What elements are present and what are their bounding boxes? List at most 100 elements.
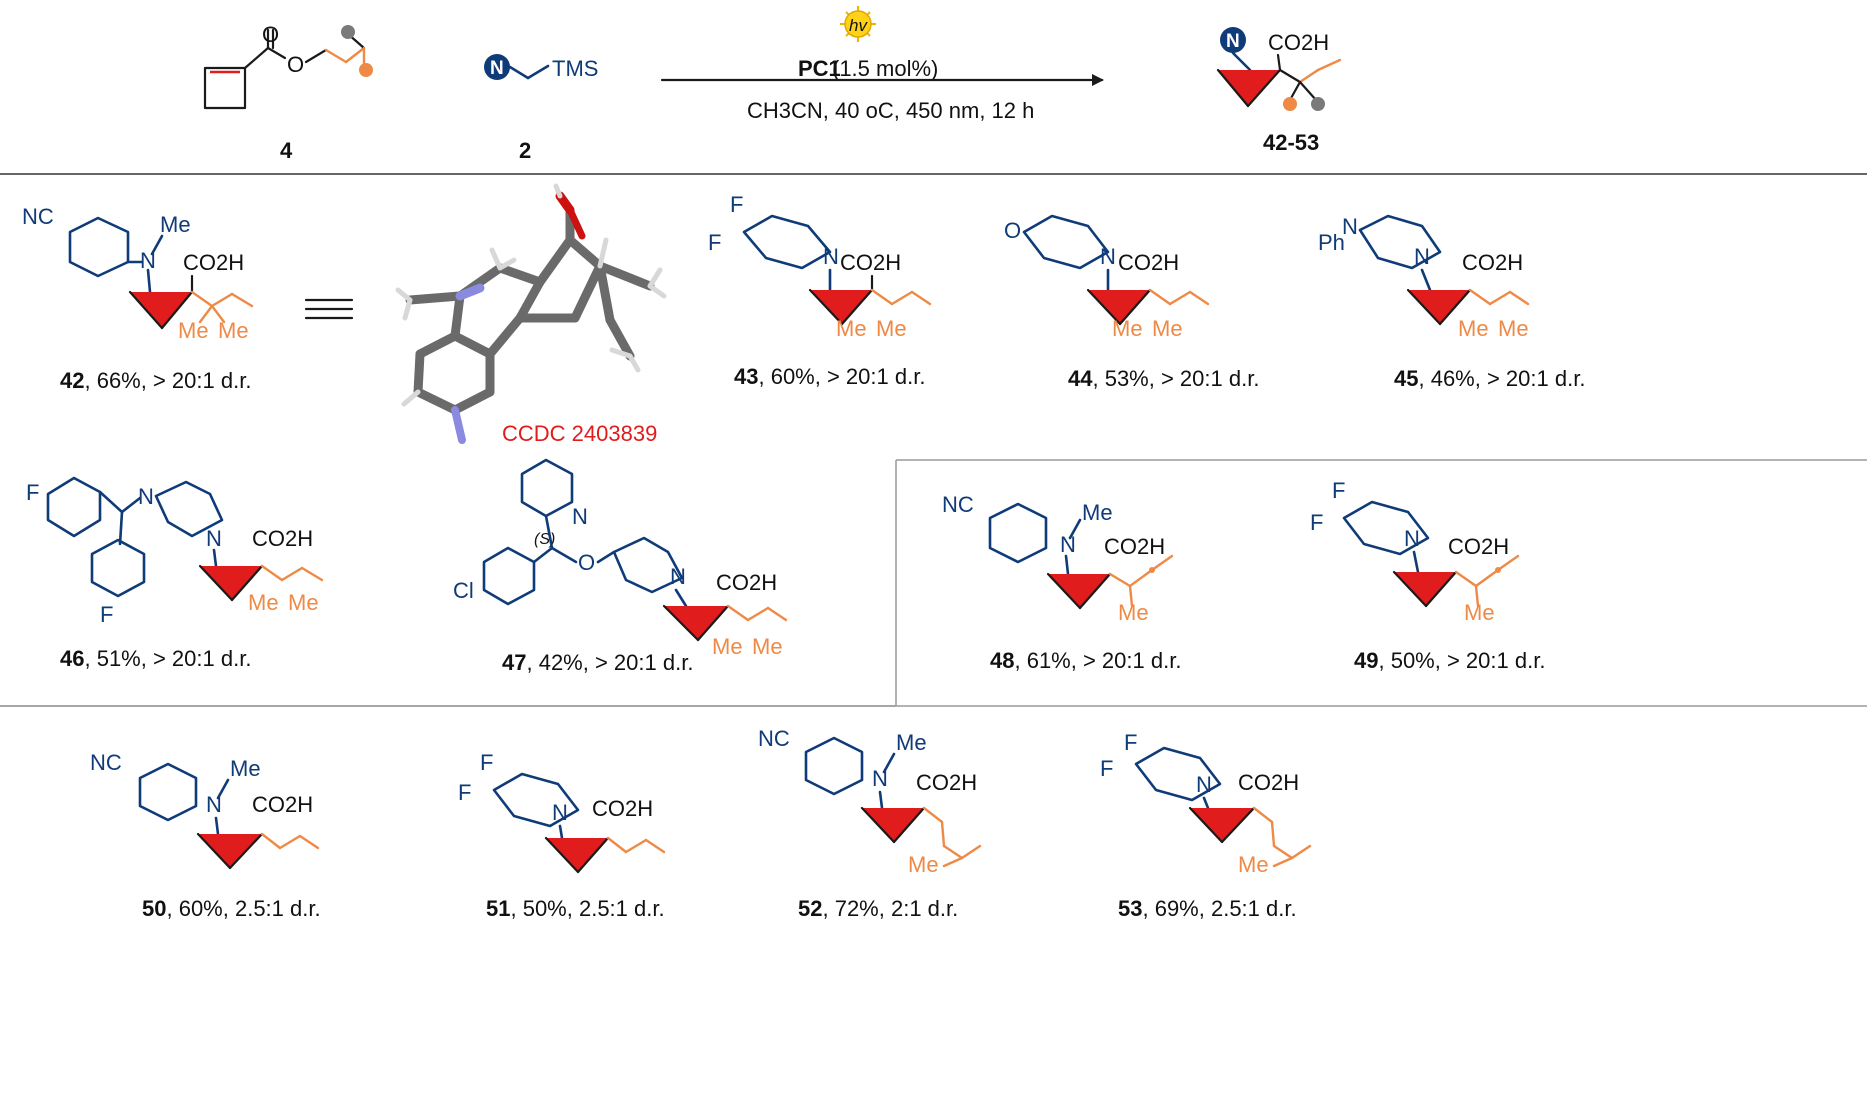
- n-badge: N: [490, 58, 504, 79]
- atom-n: N: [1100, 244, 1116, 269]
- co2h: CO2H: [840, 250, 901, 275]
- atom-me-2: Me: [218, 318, 249, 343]
- co2h: CO2H: [1104, 534, 1165, 559]
- atom-f-2: F: [1100, 756, 1113, 781]
- caption-42: 42, 66%, > 20:1 d.r.: [60, 368, 251, 393]
- atom-me-n: Me: [896, 730, 927, 755]
- caption-51: 51, 50%, 2.5:1 d.r.: [486, 896, 665, 921]
- caption-45: 45, 46%, > 20:1 d.r.: [1394, 366, 1585, 391]
- atom-f-1: F: [1124, 730, 1137, 755]
- atom-o: O: [262, 22, 279, 47]
- atom-n: N: [552, 800, 568, 825]
- atom-n: N: [1196, 772, 1212, 797]
- xray-crystal-structure: [395, 183, 667, 444]
- caption-50: 50, 60%, 2.5:1 d.r.: [142, 896, 321, 921]
- atom-me: Me: [160, 212, 191, 237]
- co2h: CO2H: [1118, 250, 1179, 275]
- caption-48: 48, 61%, > 20:1 d.r.: [990, 648, 1181, 673]
- compound-50-structure: NC N Me CO2H: [90, 750, 320, 870]
- catalyst-loading: (1.5 mol%): [832, 56, 938, 81]
- compound-45-structure: Ph N N CO2H Me Me: [1318, 214, 1530, 341]
- atom-ph: Ph: [1318, 230, 1345, 255]
- compound-44-structure: O N CO2H Me Me: [1004, 214, 1210, 341]
- co2h: CO2H: [1462, 250, 1523, 275]
- product-co2h: CO2H: [1268, 30, 1329, 55]
- atom-cl: Cl: [453, 578, 474, 603]
- compound-42-structure: NC N Me CO2H Me Me: [22, 204, 254, 343]
- atom-nc: NC: [758, 726, 790, 751]
- product-general-structure: N CO2H: [1216, 27, 1342, 111]
- atom-me-2: Me: [1498, 316, 1529, 341]
- atom-n-1: N: [138, 484, 154, 509]
- atom-me: Me: [1464, 600, 1495, 625]
- atom-f-2: F: [100, 602, 113, 627]
- atom-nc: NC: [22, 204, 54, 229]
- atom-f-2: F: [1310, 510, 1323, 535]
- compound-47-structure: N Cl (S) O N CO2H Me Me: [453, 458, 788, 659]
- reagent-2-structure: N TMS: [484, 54, 598, 81]
- atom-me: Me: [1238, 852, 1269, 877]
- atom-me-2: Me: [288, 590, 319, 615]
- atom-n-1: N: [1342, 214, 1358, 239]
- hv-label: hv: [849, 16, 868, 35]
- atom-f-2: F: [458, 780, 471, 805]
- atom-f-1: F: [1332, 478, 1345, 503]
- compound-51-structure: F F N CO2H: [458, 750, 666, 874]
- caption-49: 49, 50%, > 20:1 d.r.: [1354, 648, 1545, 673]
- co2h: CO2H: [592, 796, 653, 821]
- atom-me-1: Me: [712, 634, 743, 659]
- atom-n: N: [1060, 532, 1076, 557]
- n-badge-product: N: [1226, 31, 1240, 52]
- reagent-4-structure: O O: [203, 22, 373, 110]
- caption-46: 46, 51%, > 20:1 d.r.: [60, 646, 251, 671]
- tms-label: TMS: [552, 56, 598, 81]
- atom-n-2: N: [206, 526, 222, 551]
- atom-f-2: F: [708, 230, 721, 255]
- sun-icon: [840, 6, 876, 42]
- atom-me-2: Me: [752, 634, 783, 659]
- atom-o: O: [1004, 218, 1021, 243]
- atom-me-n: Me: [230, 756, 261, 781]
- caption-44: 44, 53%, > 20:1 d.r.: [1068, 366, 1259, 391]
- atom-o: O: [578, 550, 595, 575]
- compound-48-structure: NC N Me CO2H Me: [942, 492, 1174, 625]
- atom-n: N: [670, 564, 686, 589]
- co2h: CO2H: [183, 250, 244, 275]
- co2h: CO2H: [252, 792, 313, 817]
- atom-nc: NC: [90, 750, 122, 775]
- atom-f-1: F: [730, 192, 743, 217]
- ccdc-label: CCDC 2403839: [502, 421, 657, 446]
- reagent-2-label: 2: [519, 138, 531, 163]
- co2h: CO2H: [252, 526, 313, 551]
- atom-n-2: N: [1414, 244, 1430, 269]
- atom-f-1: F: [26, 480, 39, 505]
- catalyst-label: PC1: [798, 56, 841, 81]
- equivalence-sign: [304, 298, 354, 320]
- atom-n-py: N: [572, 504, 588, 529]
- atom-me-2: Me: [1152, 316, 1183, 341]
- atom-n: N: [1404, 526, 1420, 551]
- atom-o-ester: O: [287, 52, 304, 77]
- atom-me-1: Me: [178, 318, 209, 343]
- reagent-4-label: 4: [280, 138, 293, 163]
- caption-53: 53, 69%, 2.5:1 d.r.: [1118, 896, 1297, 921]
- co2h: CO2H: [916, 770, 977, 795]
- co2h: CO2H: [716, 570, 777, 595]
- compound-43-structure: F F N CO2H Me Me: [708, 192, 932, 341]
- compound-53-structure: F F N CO2H Me: [1100, 730, 1312, 877]
- atom-me-n: Me: [1082, 500, 1113, 525]
- atom-me-1: Me: [248, 590, 279, 615]
- product-range-label: 42-53: [1263, 130, 1319, 155]
- atom-n: N: [823, 244, 839, 269]
- atom-me-1: Me: [836, 316, 867, 341]
- compound-49-structure: F F N CO2H Me: [1310, 478, 1520, 625]
- conditions-label: CH3CN, 40 oC, 450 nm, 12 h: [747, 98, 1034, 123]
- atom-me: Me: [1118, 600, 1149, 625]
- compound-52-structure: NC N Me CO2H Me: [758, 726, 982, 877]
- caption-52: 52, 72%, 2:1 d.r.: [798, 896, 958, 921]
- caption-43: 43, 60%, > 20:1 d.r.: [734, 364, 925, 389]
- atom-me-2: Me: [876, 316, 907, 341]
- atom-f-1: F: [480, 750, 493, 775]
- atom-me-1: Me: [1112, 316, 1143, 341]
